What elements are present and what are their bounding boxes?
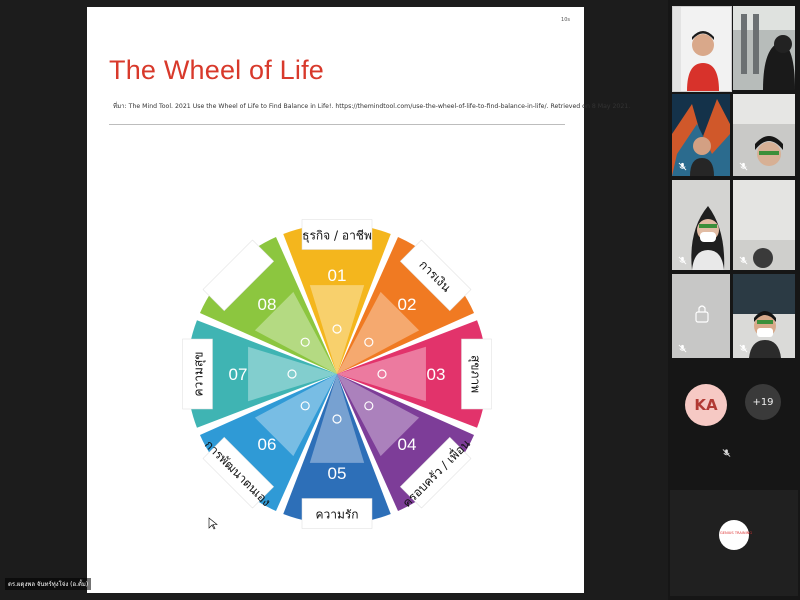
wheel-segment-number: 01 [328,266,347,285]
wheel-label-box: ธุรกิจ / อาชีพ [301,219,373,250]
wheel-segment-08: 08 [199,236,337,374]
wheel-label-box [202,239,275,312]
mic-muted-icon [678,344,687,353]
wheel-segment-label: ความสุข [192,352,207,397]
wheel-segment-number: 03 [427,365,446,384]
shared-screen: 10s The Wheel of Life ที่มา: The Mind To… [5,7,631,593]
wheel-label-box: ความสุข [182,338,213,410]
participant-video [733,94,795,176]
wheel-segment-inner [337,374,420,457]
wheel-segment-number: 04 [398,435,417,454]
participant-video-tile[interactable] [672,94,730,176]
participant-video-tile[interactable] [672,6,732,92]
wheel-segment-inner [248,346,337,402]
people-icon [364,401,374,411]
wheel-segment-label: ความรัก [315,508,358,522]
participant-video [672,94,730,176]
wheel-segment-inner [309,285,365,374]
wheel-segment-inner [254,291,337,374]
mic-muted-icon [722,449,731,457]
company-logo [719,520,749,550]
participant-video-tile[interactable] [672,274,730,358]
participant-avatar[interactable]: KA [685,384,727,426]
participant-video [672,180,730,270]
slide-title: The Wheel of Life [109,55,325,85]
wheel-segment-label: ธุรกิจ / อาชีพ [302,229,372,244]
wheel-segment-number: 02 [398,295,417,314]
speaker-name-label: ดร.ผดุงพล จันทร์ทุ่งโจ่ง (อ.ตั้ม) [5,578,92,590]
slide-divider [109,124,565,125]
wheel-label-box: ความรัก [301,498,373,529]
participant-video-tile[interactable] [733,274,795,358]
slide-number: 10s [561,17,570,23]
mic-muted-icon [739,344,748,353]
participant-video [733,274,795,358]
wheel-segment-number: 06 [258,435,277,454]
wheel-segment-inner [254,374,337,457]
participant-video-tile[interactable] [733,6,795,90]
participant-video [672,274,730,358]
mouse-cursor-icon [208,517,218,530]
wheel-segment-inner [309,374,365,463]
hand-money-icon [364,337,374,347]
participant-video-tile[interactable] [672,180,730,270]
wheel-segment-label: สุขภาพ [468,355,483,393]
participant-video [733,6,795,90]
wheel-segment-number: 08 [258,295,277,314]
wheel-segment-inner [337,346,426,402]
wheel-segment-number: 05 [328,464,347,483]
slide-reference: ที่มา: The Mind Tool. 2021 Use the Wheel… [113,103,631,110]
participant-video-tile[interactable] [733,180,795,270]
wheel-segment-01: 01 ธุรกิจ / อาชีพ [283,219,391,374]
wheel-segment-07: 07 ความสุข [182,320,337,428]
bar-chart-icon [300,401,310,411]
participant-video [733,180,795,270]
envelope-icon [332,324,342,334]
wheel-segment-03: 03 สุขภาพ [337,320,492,428]
lightbulb-icon [287,369,297,379]
mic-muted-icon [739,162,748,171]
presentation-slide: 10s The Wheel of Life ที่มา: The Mind To… [87,7,631,593]
wheel-segment-number: 07 [229,365,248,384]
mic-muted-icon [678,162,687,171]
heart-icon [377,369,387,379]
participant-video [673,7,731,91]
more-participants-button[interactable]: +19 [745,384,781,420]
participant-video-tile[interactable] [733,94,795,176]
plant-icon [300,337,310,347]
mic-muted-icon [678,256,687,265]
wheel-segment-inner [337,291,420,374]
company-logo-text: GENIUS TRAINING [720,531,753,535]
wheel-segment-05: 05 ความรัก [283,374,391,529]
mic-muted-icon [739,256,748,265]
heart-outline-icon [332,414,342,424]
wheel-label-box: สุขภาพ [461,338,492,410]
